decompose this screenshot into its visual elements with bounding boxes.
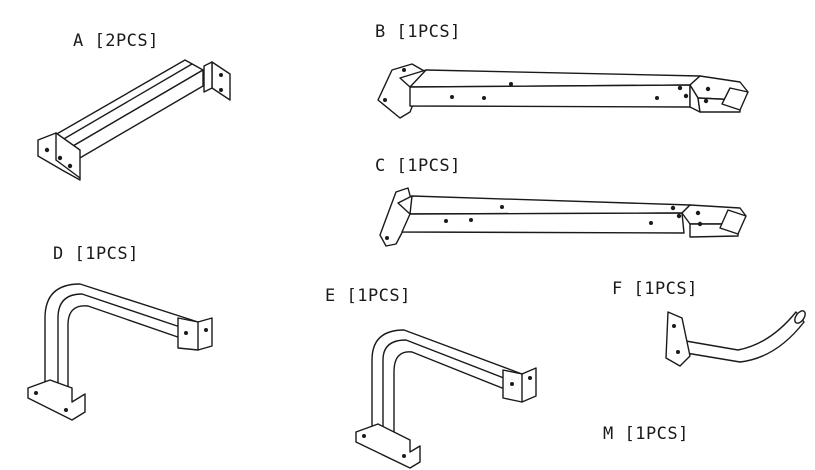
part-c-label: C [1PCS] — [375, 156, 461, 176]
part-e-handle — [355, 329, 537, 469]
part-m-label: M [1PCS] — [603, 424, 689, 444]
part-d-label: D [1PCS] — [53, 244, 139, 264]
part-a-crossbar — [37, 59, 231, 181]
part-a-label: A [2PCS] — [73, 31, 159, 51]
part-e-label: E [1PCS] — [325, 286, 411, 306]
part-b-tube — [377, 63, 749, 119]
part-f-pipe — [665, 310, 806, 367]
part-f-label: F [1PCS] — [612, 279, 698, 299]
part-c-tube — [379, 187, 747, 247]
part-d-handle — [27, 283, 213, 421]
part-b-label: B [1PCS] — [375, 22, 461, 42]
